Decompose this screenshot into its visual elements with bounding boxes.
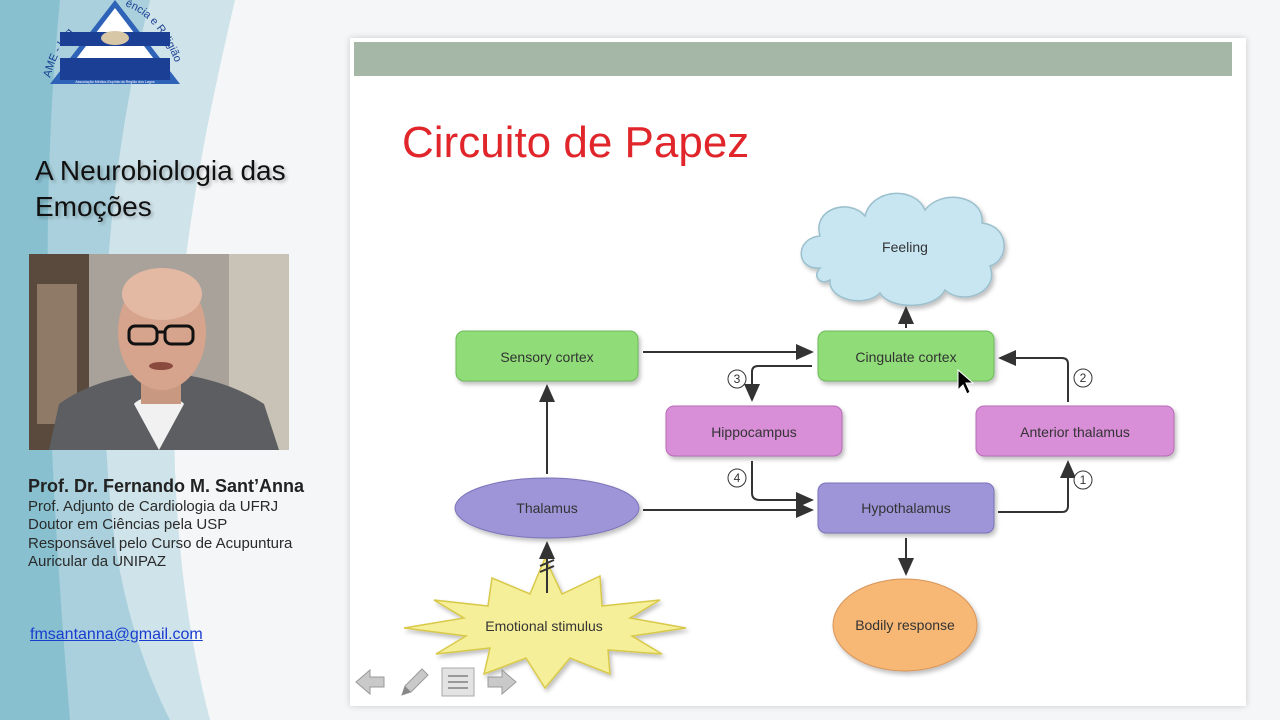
slide-title: Circuito de Papez [402,118,750,167]
hippocampus-box [665,405,843,457]
sensory-cortex-label: Sensory cortex [500,349,593,365]
cingulate-cortex-label: Cingulate cortex [855,349,956,365]
arrow-anterior-thalamus-to-cingulate [998,350,1069,402]
break-mark [539,565,555,573]
slide-header-bar [354,42,1232,76]
feeling-cloud [800,192,1005,307]
anterior-thalamus-box [975,405,1175,457]
emotional-stimulus-label: Emotional stimulus [485,618,603,634]
talk-title-line1: A Neurobiologia das [35,155,286,186]
emotional-stimulus-star [403,556,687,690]
arrow-right-icon[interactable] [484,665,520,699]
mouse-cursor-icon [957,368,975,395]
credential-line: Doutor em Ciências pela USP [28,516,228,533]
cingulate-cortex-box [817,330,995,382]
pen-icon[interactable] [396,665,432,699]
feeling-label: Feeling [882,239,928,255]
step-4-circle [727,468,747,488]
slide: Circuito de Papez Feeling Sensory cortex… [350,38,1246,706]
credential-line: Auricular da UNIPAZ [28,553,167,570]
sensory-cortex-box [455,330,639,382]
hippocampus-label: Hippocampus [711,424,797,440]
step-3-label: 3 [734,372,741,386]
step-3-circle [727,369,747,389]
presenter-video-frame [29,254,289,450]
arrow-cingulate-to-hippocampus [744,365,812,402]
bodily-response-ellipse [832,578,978,672]
papez-circuit-diagram: Feeling Sensory cortex Cingulate cortex … [403,192,1175,690]
hypothalamus-box [817,482,995,534]
bodily-response-label: Bodily response [855,617,955,633]
step-2-circle [1073,368,1093,388]
step-1-label: 1 [1080,473,1087,487]
anterior-thalamus-label: Anterior thalamus [1020,424,1130,440]
arrow-hippocampus-to-hypothalamus [751,461,814,508]
presenter-webcam [29,254,289,450]
step-1-circle [1073,470,1093,490]
ame-logo: AME - Lag ência e Religião Associação Mé… [41,0,184,84]
thalamus-label: Thalamus [516,500,577,516]
email-link[interactable]: fmsantanna@gmail.com [30,626,203,643]
credential-line: Prof. Adjunto de Cardiologia da UFRJ [28,498,279,515]
break-mark [539,559,555,567]
hypothalamus-label: Hypothalamus [861,500,951,516]
talk-title-line2: Emoções [35,191,152,222]
arrow-hypothalamus-to-anterior-thalamus [998,460,1076,513]
talk-title: A Neurobiologia das Emoções [35,153,335,225]
arrow-left-icon[interactable] [352,665,388,699]
step-2-label: 2 [1080,371,1087,385]
menu-icon[interactable] [440,665,476,699]
credential-line: Responsável pelo Curso de Acupuntura [28,535,293,552]
presenter-name: Prof. Dr. Fernando M. Sant’Anna [28,476,305,496]
step-4-label: 4 [734,471,741,485]
logo-tagline: Associação Médico-Espírita da Região dos… [75,80,155,84]
thalamus-ellipse [454,477,640,539]
